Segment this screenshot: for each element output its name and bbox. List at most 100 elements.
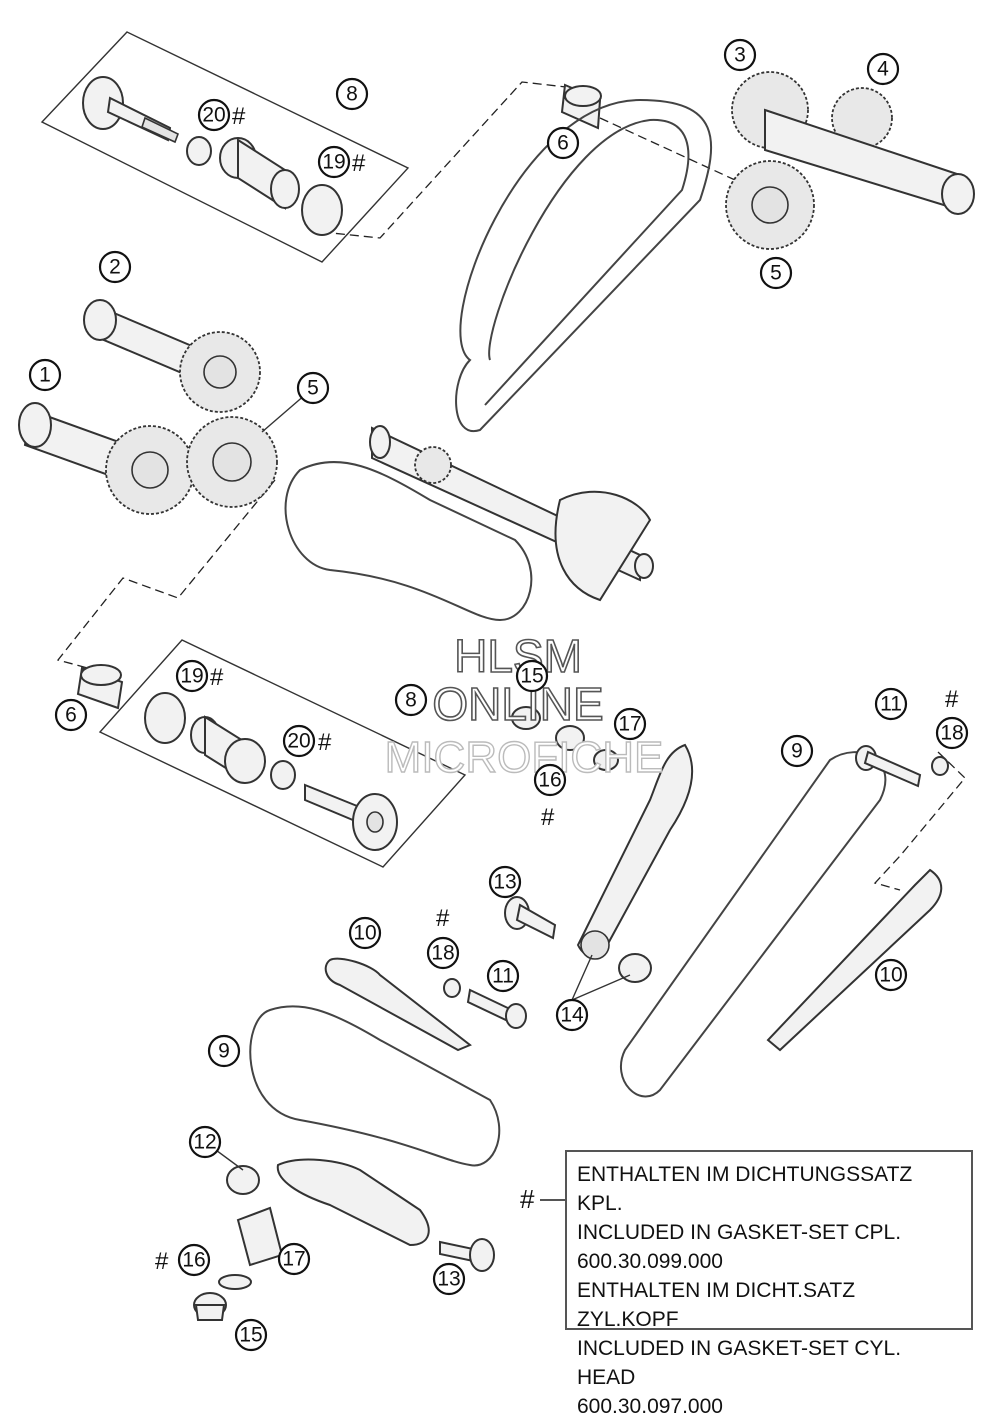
legend-line-5: INCLUDED IN GASKET-SET CYL. HEAD <box>577 1337 902 1389</box>
callout-6-top: 6 <box>546 126 580 160</box>
washer-16 <box>218 1274 252 1290</box>
timing-chain-upper <box>455 98 713 433</box>
svg-text:9: 9 <box>791 740 803 763</box>
svg-text:15: 15 <box>239 1324 262 1347</box>
svg-text:10: 10 <box>353 922 376 945</box>
callout-3: 3 <box>723 38 757 72</box>
svg-text:14: 14 <box>560 1004 584 1027</box>
svg-text:17: 17 <box>618 713 641 736</box>
bolt-11-lower <box>443 978 527 1029</box>
bushing-upper-box <box>219 137 300 210</box>
bolt-13-lower <box>439 1238 495 1272</box>
crankshaft <box>369 425 654 602</box>
hash-18-right: # <box>945 686 959 713</box>
legend-line-4: ENTHALTEN IM DICHT.SATZ ZYL.KOPF <box>577 1279 856 1331</box>
svg-text:19: 19 <box>322 151 345 174</box>
watermark-line2: ONLINE <box>432 678 603 730</box>
svg-text:13: 13 <box>437 1268 460 1291</box>
callout-5-upper: 5 <box>759 256 793 290</box>
svg-text:17: 17 <box>282 1248 305 1271</box>
callout-4: 4 <box>866 52 900 86</box>
tensioner-plunger <box>236 1206 284 1267</box>
washer-upper-box <box>186 136 212 166</box>
callout-16-lower: 16 <box>177 1243 211 1277</box>
timing-chain-upper-inner <box>484 118 690 406</box>
svg-text:1: 1 <box>39 364 51 387</box>
hash-19-lower: # <box>210 664 224 691</box>
hash-16-upper: # <box>541 804 555 831</box>
washer-16-upper <box>555 725 585 751</box>
exploded-view-diagram: HLSM ONLINE MICROFICHE 1 2 3 4 5 5 6 6 8… <box>18 31 975 1352</box>
sleeve-12 <box>226 1165 260 1195</box>
legend-line-1: ENTHALTEN IM DICHTUNGSSATZ KPL. <box>577 1163 913 1215</box>
screw-plug-15 <box>193 1292 227 1321</box>
svg-text:12: 12 <box>193 1131 216 1154</box>
lower-left-parts-box <box>98 639 467 868</box>
callout-8-upper: 8 <box>335 77 369 111</box>
svg-text:8: 8 <box>346 83 358 106</box>
guide-rail-left <box>324 957 472 1052</box>
callout-20-upper: 20 <box>197 98 231 132</box>
legend-connector <box>540 1199 565 1201</box>
guide-rail-right <box>766 868 943 1052</box>
svg-text:20: 20 <box>287 730 310 753</box>
svg-text:19: 19 <box>180 665 203 688</box>
svg-text:16: 16 <box>182 1249 205 1272</box>
legend-box: ENTHALTEN IM DICHTUNGSSATZ KPL. INCLUDED… <box>565 1150 973 1418</box>
callout-13-lower: 13 <box>432 1262 466 1296</box>
leader-line-top-right <box>599 117 736 181</box>
svg-text:4: 4 <box>877 58 889 81</box>
callout-19-lower: 19 <box>175 659 209 693</box>
callout-13-upper: 13 <box>488 865 522 899</box>
svg-text:11: 11 <box>880 693 902 716</box>
svg-text:6: 6 <box>557 132 569 155</box>
tensioner-rail-right <box>576 743 694 960</box>
callout-10-right: 10 <box>874 958 908 992</box>
timing-chain-middle <box>284 461 533 622</box>
needle-bearing-top <box>560 83 602 130</box>
svg-text:3: 3 <box>734 44 746 67</box>
bushing-lower-box <box>190 715 266 784</box>
watermark-line3: MICROFICHE <box>385 733 664 782</box>
svg-text:15: 15 <box>520 665 543 688</box>
svg-text:13: 13 <box>493 871 516 894</box>
o-ring-lower-box <box>144 692 186 744</box>
callout-9-right: 9 <box>780 734 814 768</box>
hash-16-lower: # <box>155 1248 169 1275</box>
needle-bearing-left <box>76 664 124 710</box>
hash-18-lower: # <box>436 905 450 932</box>
svg-text:18: 18 <box>431 942 454 965</box>
callout-15-upper: 15 <box>515 659 549 693</box>
tensioner-rail-lower <box>276 1158 430 1247</box>
o-ring-upper-box <box>301 184 343 236</box>
leader-line-left <box>56 479 276 671</box>
svg-text:10: 10 <box>879 964 902 987</box>
hash-20-lower: # <box>318 729 332 756</box>
bolt-upper-box <box>82 76 180 144</box>
bolt-lower-box <box>304 783 398 851</box>
legend-line-2: INCLUDED IN GASKET-SET CPL. <box>577 1221 902 1244</box>
callout-6-left: 6 <box>54 698 88 732</box>
hash-20-upper: # <box>232 103 246 130</box>
camshaft-gears-left <box>18 299 278 515</box>
callout-12: 12 <box>188 1125 222 1159</box>
svg-text:6: 6 <box>65 704 77 727</box>
callout-16-upper: 16 <box>533 763 567 797</box>
callout-labels: 1 2 3 4 5 5 6 6 8 8 9 9 10 10 11 11 12 1… <box>28 38 969 1352</box>
svg-text:5: 5 <box>307 377 319 400</box>
svg-text:9: 9 <box>218 1040 230 1063</box>
callout-14: 14 <box>555 998 589 1032</box>
leader-line-right <box>873 751 966 891</box>
bolt-13-upper <box>504 896 557 940</box>
svg-text:11: 11 <box>492 965 514 988</box>
leader-14 <box>571 954 631 1001</box>
bolt-11-right <box>855 745 949 788</box>
callout-20-lower: 20 <box>282 724 316 758</box>
upper-left-parts-box <box>40 31 410 263</box>
svg-text:20: 20 <box>202 104 225 127</box>
hash-19-upper: # <box>352 150 366 177</box>
callout-9-left: 9 <box>207 1034 241 1068</box>
callout-17-upper: 17 <box>613 707 647 741</box>
screw-plug-15-upper <box>511 706 541 730</box>
callout-19-upper: 19 <box>317 145 351 179</box>
